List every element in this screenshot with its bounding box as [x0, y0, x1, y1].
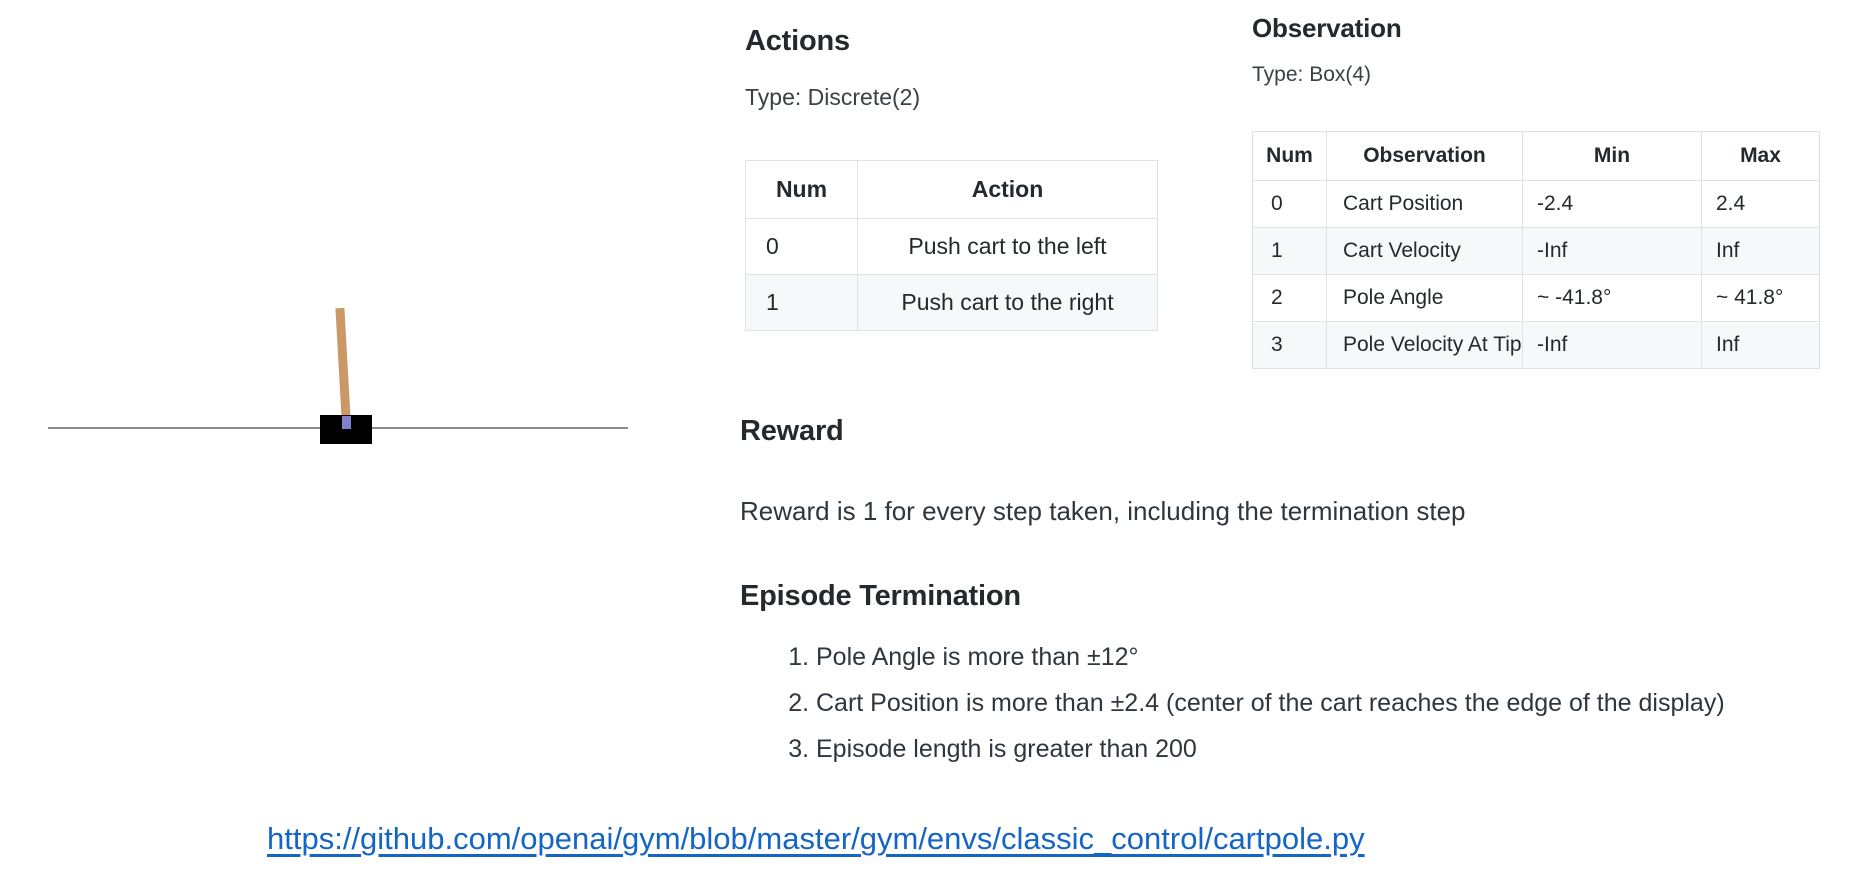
observation-cell-name: Cart Velocity	[1326, 227, 1523, 275]
observation-cell-min: -Inf	[1522, 227, 1702, 275]
observation-cell-max: Inf	[1701, 321, 1820, 369]
episode-termination-list: Pole Angle is more than ±12° Cart Positi…	[758, 645, 1725, 783]
table-row: 2 Pole Angle ~ -41.8° ~ 41.8°	[1252, 274, 1820, 322]
table-row: 1 Cart Velocity -Inf Inf	[1252, 227, 1820, 275]
table-header-row: Num Action	[745, 160, 1158, 219]
observation-col-num: Num	[1252, 131, 1327, 181]
source-url-link[interactable]: https://github.com/openai/gym/blob/maste…	[267, 821, 1365, 856]
actions-col-num: Num	[745, 160, 858, 219]
observation-cell-name: Pole Velocity At Tip	[1326, 321, 1523, 369]
cartpole-pole	[335, 307, 351, 427]
table-row: 0 Cart Position -2.4 2.4	[1252, 180, 1820, 228]
observation-cell-num: 2	[1252, 274, 1327, 322]
actions-cell-num: 0	[745, 218, 858, 275]
observation-col-observation: Observation	[1326, 131, 1523, 181]
observation-cell-num: 0	[1252, 180, 1327, 228]
actions-col-action: Action	[857, 160, 1158, 219]
table-row: 1 Push cart to the right	[745, 274, 1158, 331]
observation-cell-name: Cart Position	[1326, 180, 1523, 228]
observation-type-label: Type: Box(4)	[1252, 63, 1372, 86]
observation-cell-min: -2.4	[1522, 180, 1702, 228]
observation-cell-num: 1	[1252, 227, 1327, 275]
observation-cell-max: ~ 41.8°	[1701, 274, 1820, 322]
actions-cell-action: Push cart to the right	[857, 274, 1158, 331]
actions-table: Num Action 0 Push cart to the left 1 Pus…	[745, 160, 1158, 331]
observation-cell-num: 3	[1252, 321, 1327, 369]
list-item: Episode length is greater than 200	[816, 737, 1725, 762]
cartpole-simulation-panel	[0, 0, 740, 820]
cartpole-axle	[342, 416, 351, 429]
reward-description: Reward is 1 for every step taken, includ…	[740, 496, 1466, 526]
actions-type-label: Type: Discrete(2)	[745, 84, 921, 110]
table-row: 0 Push cart to the left	[745, 218, 1158, 275]
actions-cell-action: Push cart to the left	[857, 218, 1158, 275]
observation-table: Num Observation Min Max 0 Cart Position …	[1252, 131, 1820, 369]
list-item: Cart Position is more than ±2.4 (center …	[816, 691, 1725, 716]
observation-cell-min: ~ -41.8°	[1522, 274, 1702, 322]
table-header-row: Num Observation Min Max	[1252, 131, 1820, 181]
observation-heading: Observation	[1252, 13, 1402, 43]
actions-heading: Actions	[745, 25, 850, 57]
list-item: Pole Angle is more than ±12°	[816, 645, 1725, 670]
observation-cell-min: -Inf	[1522, 321, 1702, 369]
observation-cell-name: Pole Angle	[1326, 274, 1523, 322]
observation-cell-max: Inf	[1701, 227, 1820, 275]
observation-cell-max: 2.4	[1701, 180, 1820, 228]
actions-cell-num: 1	[745, 274, 858, 331]
episode-termination-heading: Episode Termination	[740, 580, 1021, 612]
observation-col-min: Min	[1522, 131, 1702, 181]
table-row: 3 Pole Velocity At Tip -Inf Inf	[1252, 321, 1820, 369]
observation-col-max: Max	[1701, 131, 1820, 181]
reward-heading: Reward	[740, 415, 844, 447]
